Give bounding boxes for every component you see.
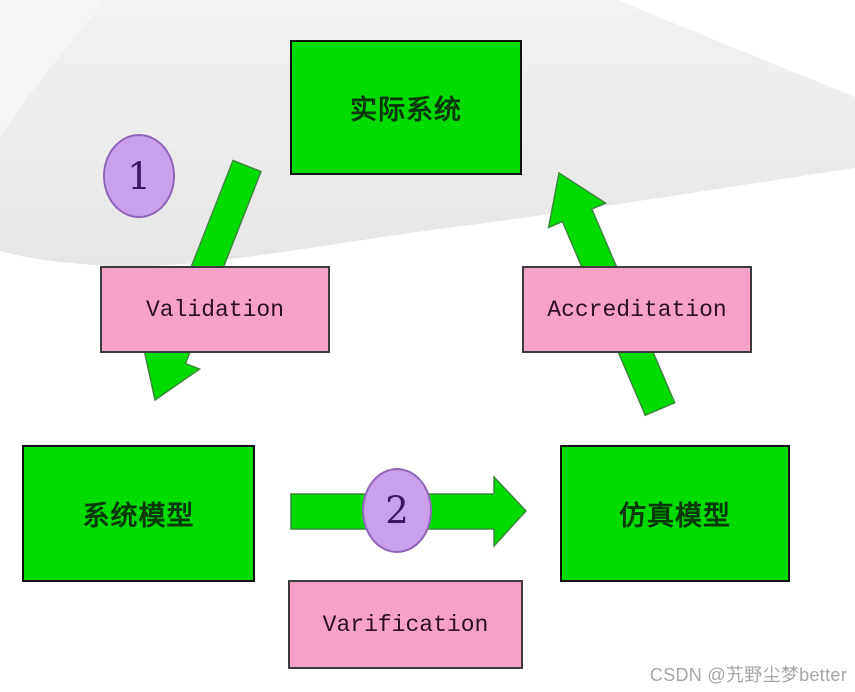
- node-system-model: 系统模型: [22, 445, 255, 582]
- node-varification: Varification: [288, 580, 523, 669]
- step-badge-1: 1: [103, 134, 175, 218]
- step-badge-1-number: 1: [127, 154, 151, 198]
- node-varification-label: Varification: [322, 611, 489, 638]
- node-accreditation: Accreditation: [522, 266, 752, 353]
- node-system-model-label: 系统模型: [82, 501, 195, 532]
- step-badge-2: 2: [362, 468, 432, 553]
- node-actual-system-label: 实际系统: [350, 95, 462, 126]
- node-accreditation-label: Accreditation: [547, 296, 727, 323]
- node-validation: Validation: [100, 266, 330, 353]
- node-simulation-model-label: 仿真模型: [619, 501, 731, 532]
- node-simulation-model: 仿真模型: [560, 445, 790, 582]
- csdn-watermark: CSDN @艽野尘梦better: [649, 665, 847, 685]
- node-actual-system: 实际系统: [290, 40, 522, 175]
- node-validation-label: Validation: [145, 296, 285, 323]
- background-corner-highlight: [0, 0, 105, 138]
- step-badge-2-number: 2: [385, 489, 409, 532]
